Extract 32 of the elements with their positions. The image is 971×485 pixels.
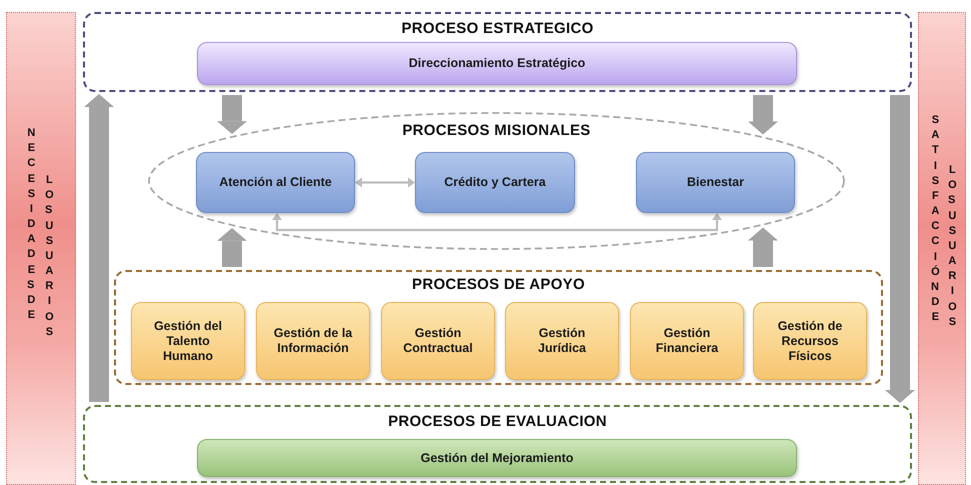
- process-box: Bienestar: [636, 152, 795, 213]
- vertical-label: SATISFACCIÓN DE: [931, 113, 940, 326]
- block-arrow: [84, 94, 114, 402]
- process-box: Atención al Cliente: [196, 152, 355, 213]
- process-box: Gestión Contractual: [381, 302, 495, 380]
- process-box: Gestión del Mejoramiento: [197, 439, 797, 477]
- block-arrow: [885, 95, 915, 403]
- vertical-label: LOS USUARIOS: [948, 163, 957, 330]
- process-box: Gestión de Recursos Físicos: [753, 302, 867, 380]
- block-arrow: [217, 228, 247, 267]
- group-title: PROCESO ESTRATEGICO: [400, 20, 595, 37]
- group-title: PROCESOS MISIONALES: [401, 122, 592, 139]
- process-group: [83, 12, 912, 92]
- process-group: [83, 405, 912, 483]
- vertical-label: LOS USUARIOS: [45, 173, 54, 340]
- block-arrow: [217, 95, 247, 134]
- block-arrow: [748, 227, 778, 267]
- block-arrow: [748, 95, 778, 135]
- process-box: Gestión del Talento Humano: [131, 302, 245, 380]
- side-band: [918, 12, 966, 485]
- group-title: PROCESOS DE APOYO: [411, 276, 586, 293]
- process-box: Crédito y Cartera: [415, 152, 575, 213]
- side-band: [6, 12, 76, 485]
- process-group: [114, 270, 883, 385]
- group-title: PROCESOS DE EVALUACION: [387, 413, 608, 430]
- process-box: Gestión Financiera: [630, 302, 744, 380]
- arrow: [272, 213, 722, 232]
- process-box: Direccionamiento Estratégico: [197, 42, 797, 85]
- process-box: Gestión Jurídica: [505, 302, 619, 380]
- vertical-label: NECESIDADES DE: [27, 126, 36, 324]
- process-box: Gestión de la Información: [256, 302, 370, 380]
- arrow: [355, 178, 415, 188]
